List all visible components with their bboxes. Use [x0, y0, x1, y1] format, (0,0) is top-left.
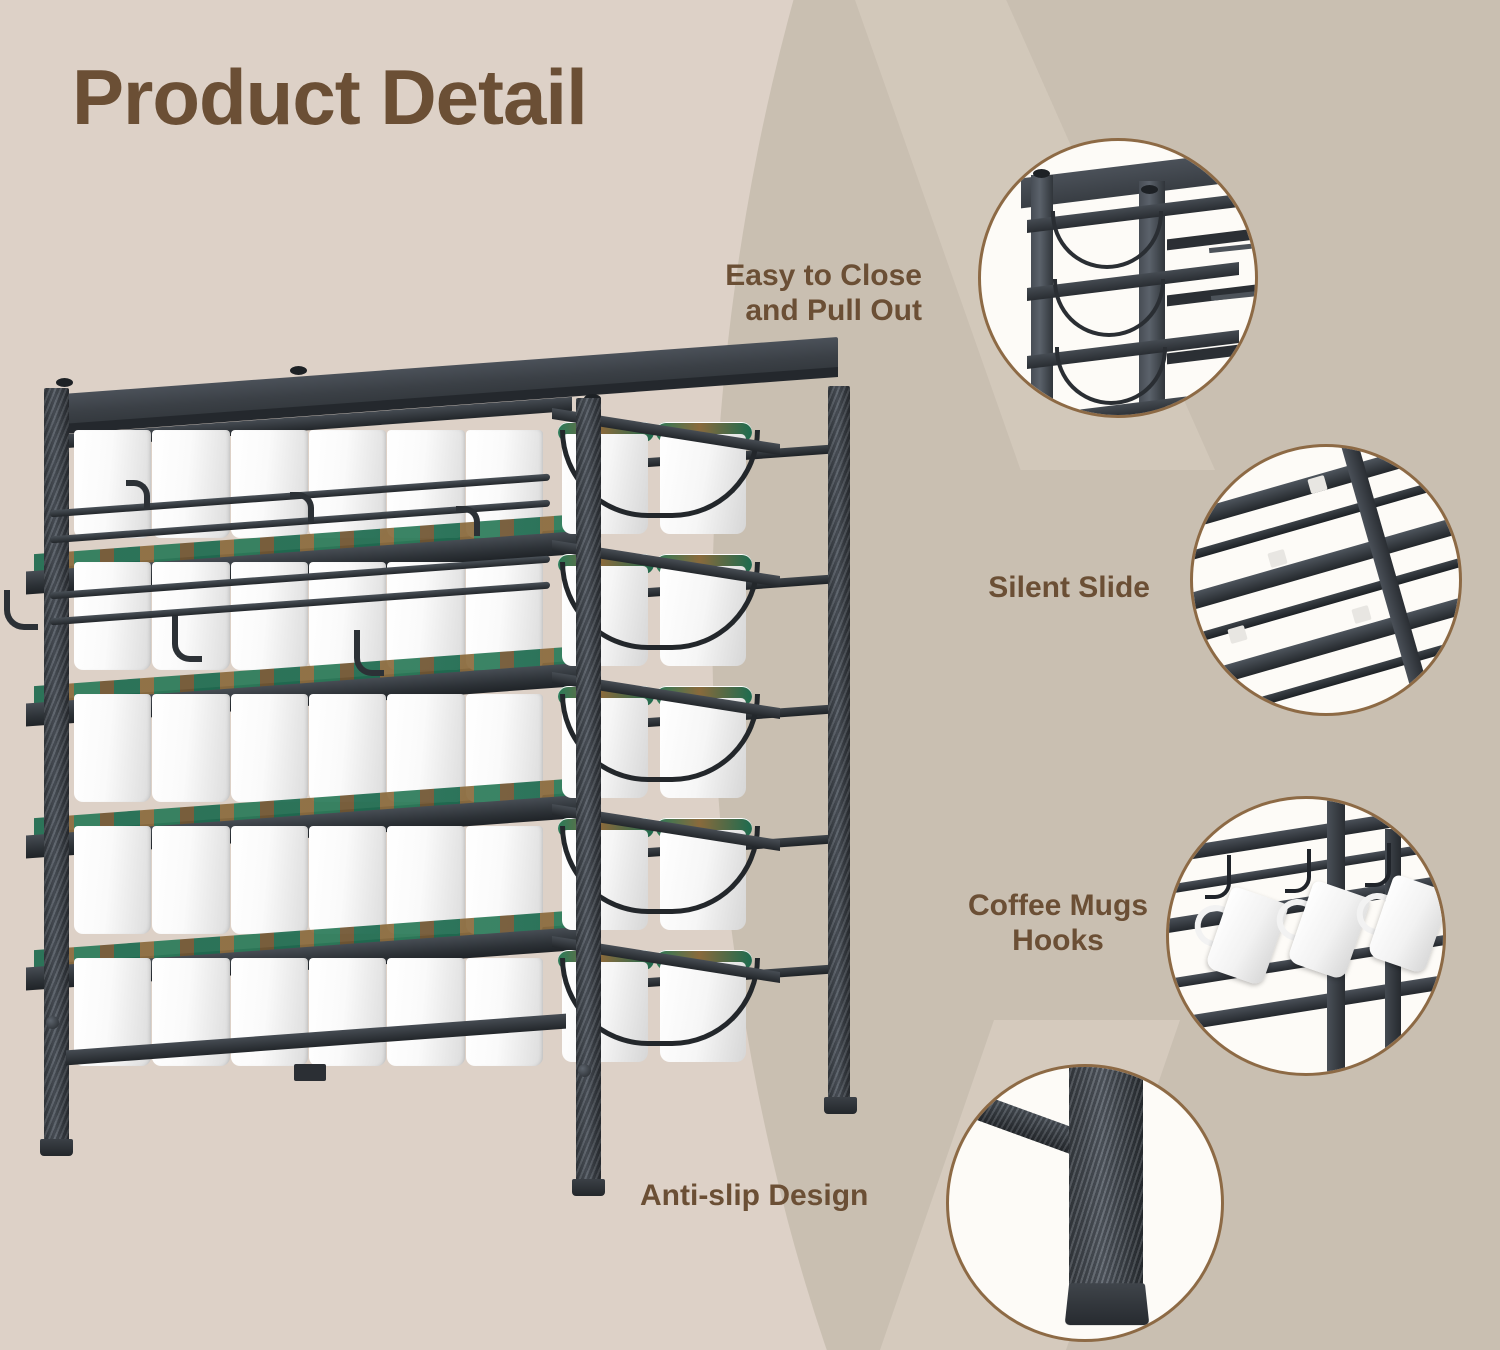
- coffee-pod: [152, 430, 230, 538]
- leg-foot-closeup-icon: [949, 1067, 1221, 1339]
- mug-hook[interactable]: [126, 480, 150, 510]
- mug-hook[interactable]: [290, 492, 314, 522]
- rack-foot: [824, 1097, 857, 1114]
- coffee-pod: [308, 958, 387, 1066]
- rack-top-knob: [290, 366, 307, 375]
- rack-foot: [40, 1139, 73, 1156]
- rack-screw: [578, 1064, 591, 1077]
- coffee-pod: [74, 694, 152, 802]
- rack-foot: [572, 1179, 605, 1196]
- feature-label-easy-close: Easy to Close and Pull Out: [725, 259, 922, 328]
- coffee-pod: [152, 826, 230, 934]
- coffee-pod: [308, 562, 387, 670]
- coffee-pod: [308, 826, 387, 934]
- mug-hook[interactable]: [172, 616, 202, 662]
- feature-label-silent-slide: Silent Slide: [988, 571, 1150, 604]
- coffee-pod: [387, 958, 465, 1066]
- feature-label-anti-slip-design: Anti-slip Design: [640, 1179, 869, 1212]
- rack-top-knob: [56, 378, 73, 387]
- pod-drawer-tier-3[interactable]: [26, 694, 586, 859]
- rack-post-front-right: [572, 398, 605, 1196]
- coffee-pod: [152, 694, 230, 802]
- rack-screw: [46, 1016, 59, 1029]
- coffee-pod: [387, 562, 465, 670]
- feature-label-coffee-mugs-hooks: Coffee Mugs Hooks: [968, 889, 1148, 958]
- callout-anti-slip-design: [946, 1064, 1224, 1342]
- callout-silent-slide: [1190, 444, 1462, 716]
- coffee-pod: [387, 826, 465, 934]
- mug-hook[interactable]: [354, 630, 384, 676]
- coffee-pod: [387, 694, 465, 802]
- pod-drawer-tier-4[interactable]: [26, 826, 586, 991]
- coffee-pod: [308, 694, 387, 802]
- page-title: Product Detail: [72, 53, 588, 141]
- pod-row: [74, 694, 544, 822]
- mug-hooks-closeup-icon: [1169, 799, 1443, 1073]
- coffee-pod: [230, 694, 308, 802]
- slide-rail-closeup-icon: [1193, 447, 1459, 713]
- product-image-coffee-pod-rack: [4, 336, 902, 1196]
- rack-post-front-left: [40, 388, 73, 1156]
- pod-drawer-tier-2[interactable]: [26, 562, 586, 727]
- coffee-pod: [74, 826, 152, 934]
- mug-hook-side[interactable]: [4, 590, 38, 630]
- mug-hook[interactable]: [456, 506, 480, 536]
- pod-drawer-tier-1[interactable]: [26, 430, 586, 595]
- rack-drawer-closeup-icon: [981, 141, 1255, 415]
- rack-center-foot: [294, 1064, 326, 1081]
- rack-post-back-right: [824, 386, 857, 1114]
- callout-coffee-mugs-hooks: [1166, 796, 1446, 1076]
- coffee-pod: [230, 826, 308, 934]
- coffee-pod: [465, 958, 543, 1066]
- callout-easy-close: [978, 138, 1258, 418]
